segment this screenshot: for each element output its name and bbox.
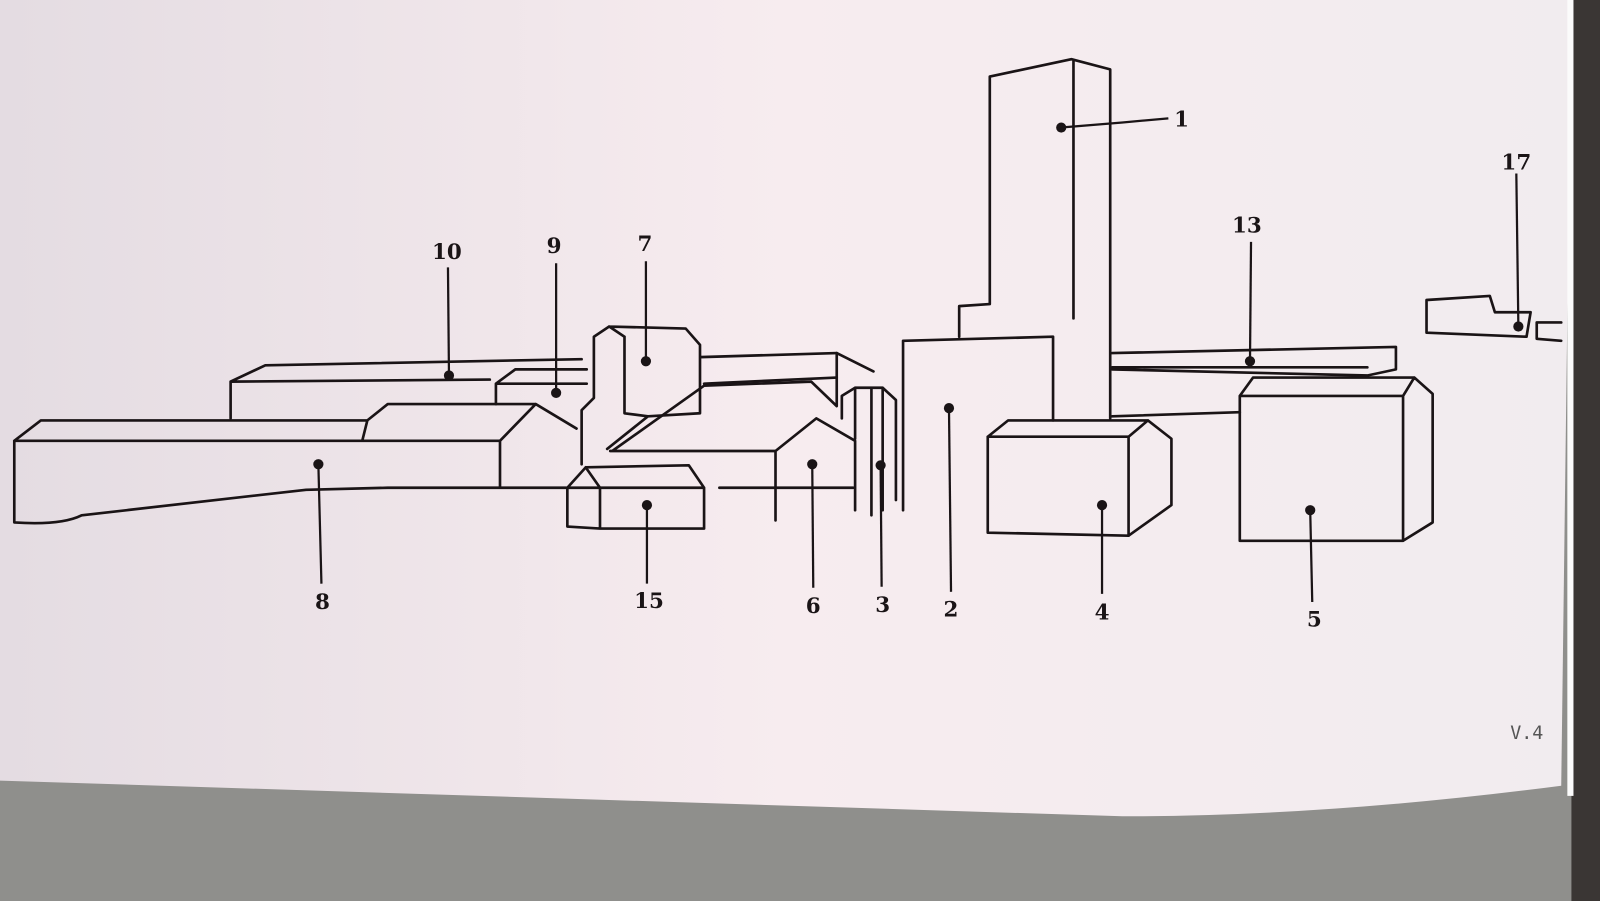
- label-7: 7: [637, 232, 652, 257]
- building-diagram: 1 2 3 4 5 6 7 8 9 10 13 15 17: [12, 57, 1563, 633]
- building-13: [1110, 345, 1398, 418]
- label-5: 5: [1307, 608, 1322, 633]
- building-8: [12, 402, 578, 525]
- building-6: [608, 351, 875, 522]
- building-7: [580, 325, 839, 466]
- label-6: 6: [806, 594, 821, 619]
- book-edge: [1571, 0, 1600, 901]
- building-1: [957, 57, 1112, 420]
- building-17: [1425, 294, 1563, 343]
- building-5: [1238, 376, 1434, 543]
- paper-page: [0, 0, 1572, 817]
- label-17: 17: [1501, 150, 1531, 175]
- page-number: V.4: [1510, 723, 1543, 744]
- building-2: [901, 335, 1055, 512]
- label-8: 8: [315, 590, 330, 615]
- building-15: [566, 463, 706, 530]
- label-15: 15: [634, 589, 664, 614]
- label-13: 13: [1232, 214, 1262, 239]
- building-4: [986, 419, 1173, 538]
- label-3: 3: [875, 593, 890, 618]
- label-1: 1: [1174, 108, 1189, 133]
- building-3: [840, 386, 898, 517]
- label-4: 4: [1095, 600, 1110, 625]
- label-9: 9: [547, 234, 562, 259]
- building-9: [494, 368, 589, 406]
- label-10: 10: [432, 240, 462, 265]
- label-2: 2: [944, 597, 959, 622]
